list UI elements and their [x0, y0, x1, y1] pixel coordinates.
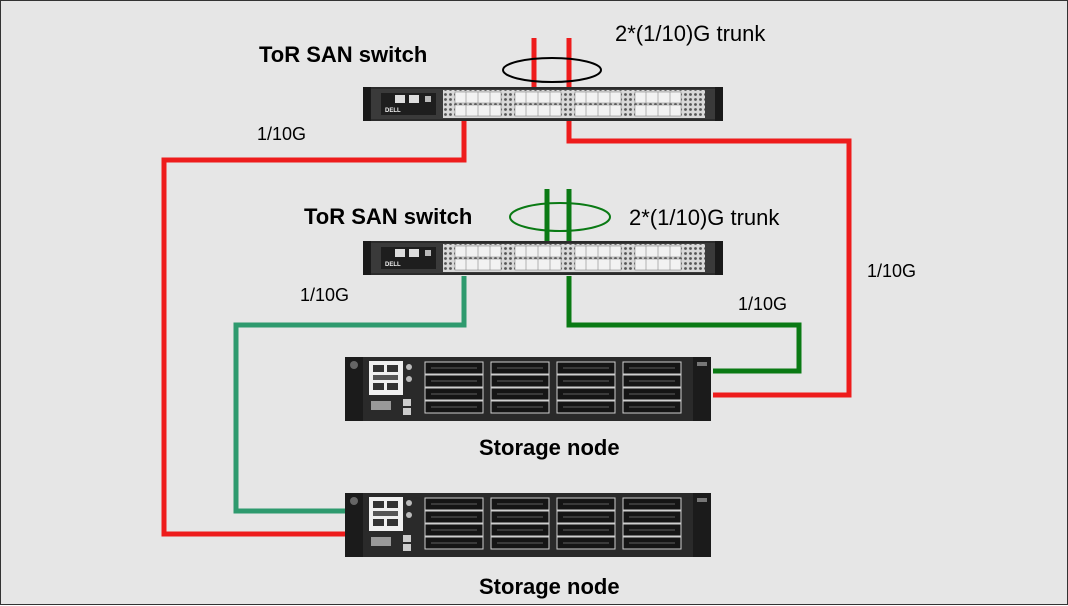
red-trunk-group-ellipse	[502, 57, 602, 83]
tor-san-switch-2	[362, 240, 724, 276]
storage-node-2-label: Storage node	[479, 574, 620, 599]
switch-2-trunk-label: 2*(1/10)G trunk	[629, 205, 780, 230]
red-link-switch1-to-node1	[566, 121, 852, 398]
switch-2-uplink-label: 1/10G	[300, 285, 350, 305]
switch-2-label: ToR SAN switch	[304, 204, 473, 229]
red-link-switch1-to-node2	[161, 121, 467, 537]
storage-node-1-label: Storage node	[479, 435, 620, 460]
teal-link-switch2-to-node2	[233, 276, 467, 514]
green-link-label: 1/10G	[738, 294, 788, 314]
switch-1-label: ToR SAN switch	[259, 42, 428, 67]
red-link-label: 1/10G	[867, 261, 917, 281]
switch-1-trunk-label: 2*(1/10)G trunk	[615, 21, 766, 46]
switch-1-uplink-label: 1/10G	[257, 124, 307, 144]
green-link-switch2-to-node1	[566, 276, 802, 374]
storage-node-2	[344, 492, 712, 558]
tor-san-switch-1	[362, 86, 724, 122]
green-trunk-group-ellipse	[509, 202, 611, 232]
storage-node-1	[344, 356, 712, 422]
